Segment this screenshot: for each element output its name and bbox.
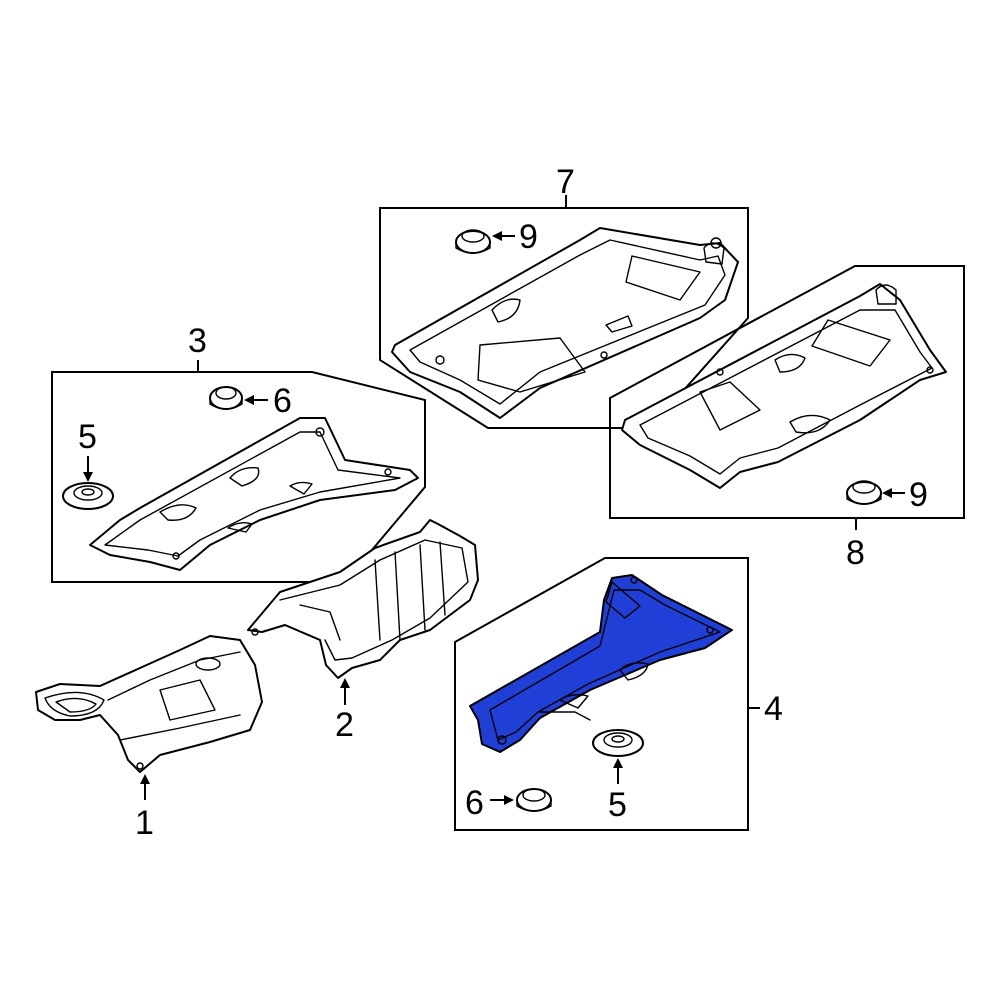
grommet-6-right[interactable] [516,788,552,812]
callout-3: 3 [188,322,207,360]
upper-shield-7[interactable] [391,227,739,419]
side-shield-3[interactable] [89,417,419,571]
grommet-9-top[interactable] [455,229,491,254]
callout-1: 1 [135,804,154,842]
grommet-9-right[interactable] [846,480,882,505]
group-8-frame [609,265,965,530]
callout-9-right: 9 [909,476,928,514]
group-4-frame [454,557,760,831]
callout-2: 2 [335,706,354,744]
callout-9-top: 9 [519,218,538,256]
callout-5-left: 5 [78,418,97,456]
washer-5-right[interactable] [592,729,644,757]
group-3-frame [51,360,426,583]
callout-5-right: 5 [608,786,627,824]
upper-shield-8[interactable] [621,283,947,489]
callout-6-left: 6 [273,382,292,420]
leader-arrows [83,231,905,805]
callout-6-right: 6 [465,784,484,822]
callout-4: 4 [764,690,783,728]
heat-shield-2[interactable] [247,519,479,679]
side-shield-4-highlighted[interactable] [469,574,733,753]
washer-5-left[interactable] [62,482,114,510]
heat-shield-1[interactable] [35,635,263,773]
callout-7: 7 [556,163,575,201]
grommet-6-left[interactable] [209,386,243,410]
callout-8: 8 [846,534,865,572]
